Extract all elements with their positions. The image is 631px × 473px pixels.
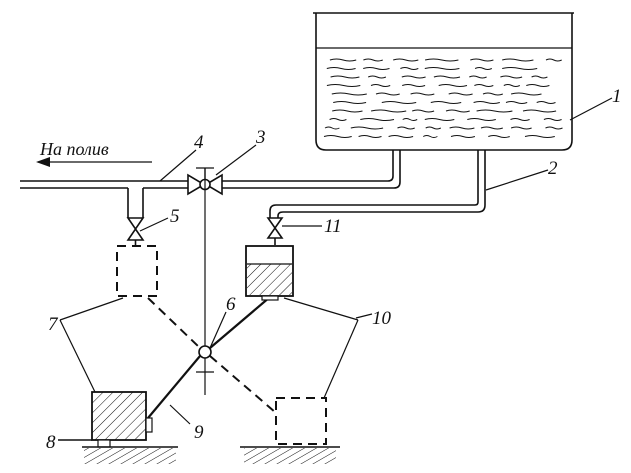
water-wave: [397, 126, 415, 130]
flow-caption: На полив: [39, 139, 109, 159]
water-wave: [375, 92, 400, 96]
water-wave: [367, 75, 387, 79]
water-wave: [543, 118, 562, 121]
water-wave: [480, 126, 503, 130]
water-wave: [482, 92, 503, 96]
water-wave: [401, 75, 426, 79]
water-wave: [332, 109, 363, 113]
water-wave: [331, 92, 367, 96]
water-wave: [402, 84, 426, 87]
water-wave: [360, 118, 395, 121]
water-wave: [425, 126, 442, 130]
water-wave: [333, 101, 367, 104]
water-wave: [430, 101, 462, 104]
water-wave: [503, 84, 521, 87]
water-wave: [350, 126, 384, 130]
water-wave: [329, 118, 347, 121]
label-8: 8: [46, 432, 56, 453]
water-wave: [402, 118, 418, 121]
water-wave: [476, 109, 513, 113]
water-wave: [449, 126, 475, 130]
water-wave: [510, 126, 532, 130]
water-wave: [329, 58, 357, 62]
label-7: 7: [48, 314, 59, 335]
label-4: 4: [194, 132, 204, 153]
label-5: 5: [170, 206, 180, 227]
label-11: 11: [324, 216, 342, 237]
water-wave: [400, 67, 419, 70]
water-wave: [502, 67, 538, 70]
water-wave: [438, 84, 468, 87]
label-1: 1: [612, 86, 622, 107]
water-waves: [323, 58, 563, 138]
water-wave: [370, 84, 391, 87]
ground-bases: [58, 439, 340, 464]
water-wave: [370, 109, 407, 113]
water-wave: [324, 126, 340, 130]
water-wave: [330, 75, 360, 79]
water-wave: [410, 92, 435, 96]
water-wave: [526, 84, 550, 87]
water-wave: [381, 101, 417, 104]
valve-left: [126, 217, 145, 246]
water-container-upper: [245, 245, 294, 301]
water-wave: [545, 58, 562, 62]
water-wave: [505, 101, 528, 104]
water-wave: [524, 135, 555, 138]
water-wave: [388, 135, 414, 138]
water-wave: [474, 84, 494, 87]
water-wave: [467, 118, 496, 121]
valve-right: [266, 217, 284, 245]
suspension-wires: [59, 297, 359, 399]
water-wave: [424, 67, 460, 70]
tank-outlet-pipes: [222, 150, 486, 218]
water-wave: [358, 135, 382, 138]
pivot-stand: [196, 168, 214, 395]
label-3: 3: [255, 127, 266, 148]
water-wave: [510, 118, 530, 121]
label-2: 2: [548, 158, 558, 179]
water-wave: [393, 58, 419, 62]
dashed-alternate-position: [116, 245, 327, 445]
water-wave: [474, 67, 493, 70]
water-wave: [363, 67, 390, 70]
water-wave: [545, 126, 563, 130]
water-wave: [500, 75, 523, 79]
water-wave: [424, 118, 455, 121]
irrigation-pipe: [20, 180, 188, 218]
water-wave: [323, 135, 352, 138]
water-wave: [412, 109, 435, 113]
label-10: 10: [372, 308, 392, 329]
water-wave: [424, 58, 459, 62]
water-wave: [450, 135, 476, 138]
water-wave: [473, 101, 500, 104]
lever-arm: [147, 296, 271, 419]
water-wave: [326, 67, 356, 70]
water-wave: [326, 84, 361, 87]
label-6: 6: [226, 294, 236, 315]
water-wave: [470, 58, 494, 62]
water-wave: [502, 58, 534, 62]
water-wave: [469, 75, 487, 79]
leader-lines: [139, 97, 613, 425]
flow-arrow: [36, 157, 152, 167]
water-wave: [510, 92, 542, 96]
water-wave: [363, 58, 383, 62]
water-wave: [522, 109, 557, 113]
label-9: 9: [194, 422, 204, 443]
water-wave: [448, 92, 473, 96]
water-wave: [488, 135, 510, 138]
water-wave: [422, 135, 438, 138]
water-wave: [531, 75, 548, 79]
water-wave: [433, 75, 461, 79]
water-tank: [313, 12, 574, 151]
water-wave: [536, 101, 556, 104]
container-lower-left: [91, 391, 153, 441]
water-wave: [445, 109, 470, 113]
